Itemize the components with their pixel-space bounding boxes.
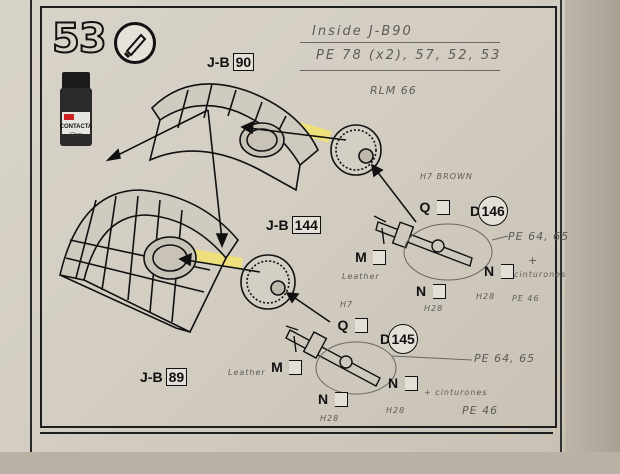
glue-bottle-icon: [60, 72, 92, 146]
note-pe64-lower: PE 64, 65: [474, 352, 536, 365]
lower-shell-part: [59, 189, 239, 334]
upper-hub-disc: [330, 124, 382, 176]
note-title: Inside J-B90: [312, 24, 413, 39]
note-pe64-upper: PE 64, 65: [508, 230, 570, 243]
spine-edge: [560, 0, 562, 452]
part-n-upper-left: N: [410, 282, 446, 300]
note-h28-c: H28: [320, 414, 340, 423]
part-n-upper-right: N: [478, 262, 514, 280]
part-n-lower-right: N: [382, 374, 418, 392]
step-number: 53: [51, 15, 108, 63]
assembly-arrows: [105, 109, 417, 323]
pencil-leaders: [391, 235, 509, 361]
note-h7-brown: H7 BROWN: [420, 172, 473, 181]
note-plus-upper: +: [528, 254, 539, 267]
binding-line: [30, 0, 32, 452]
note-rlm: RLM 66: [370, 84, 417, 97]
next-step-frame: [40, 432, 553, 474]
pencil-circle-lower: [315, 341, 397, 395]
glue-bottle-label: CONTACTA: [59, 124, 93, 130]
lower-gun-part: [285, 325, 381, 387]
note-parts-list: PE 78 (x2), 57, 52, 53: [316, 48, 502, 63]
part-q-upper: Q: [414, 198, 450, 216]
note-leather-lower: Leather: [228, 368, 266, 377]
note-belts-upper: cinturones: [514, 270, 567, 279]
part-d145: D145: [380, 324, 419, 354]
pencil-circle-upper: [403, 223, 493, 281]
note-h7-lower: H7: [340, 300, 354, 309]
upper-gun-part: [373, 215, 473, 267]
note-pe46-upper: PE 46: [512, 294, 540, 303]
lower-hub-disc: [240, 254, 296, 310]
note-pe46-lower: PE 46: [462, 404, 499, 417]
part-m-lower: M: [266, 358, 302, 376]
part-q-lower: Q: [332, 316, 368, 334]
note-h28-a: H28: [424, 304, 444, 313]
part-n-lower-left: N: [312, 390, 348, 408]
note-underline-1: [300, 42, 500, 43]
step-frame: [40, 6, 557, 428]
note-underline-2: [300, 70, 500, 71]
note-belts-lower: + cinturones: [424, 388, 488, 397]
note-h28-d: H28: [386, 406, 406, 415]
part-m-upper: M: [350, 248, 386, 266]
page-spine: [565, 0, 620, 452]
note-h28-b: H28: [476, 292, 496, 301]
paint-brush-icon: [114, 22, 156, 64]
upper-shell-part: [148, 83, 319, 192]
glue-bottle-sublabel: Clear: [70, 132, 82, 138]
note-leather-upper: Leather: [342, 272, 380, 281]
assembly-drawing: [59, 83, 509, 395]
part-d146: D146: [470, 196, 509, 226]
